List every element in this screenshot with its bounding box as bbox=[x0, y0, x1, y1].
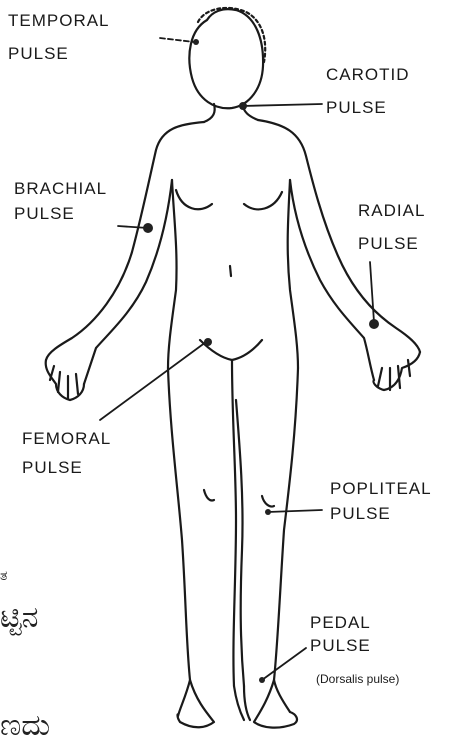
carotid-label-line2: PULSE bbox=[326, 97, 410, 118]
temporal-label: TEMPORAL PULSE bbox=[8, 10, 110, 65]
popliteal-pointer bbox=[268, 510, 322, 512]
femoral-point bbox=[204, 338, 212, 346]
left-arm-outer bbox=[46, 122, 204, 360]
fragment-1: ತ bbox=[0, 568, 7, 584]
fragment-3: ಣದು bbox=[0, 708, 50, 743]
radial-pointer bbox=[370, 262, 374, 322]
temporal-pointer bbox=[160, 38, 194, 42]
popliteal-label-line1: POPLITEAL bbox=[330, 478, 432, 499]
temporal-point bbox=[193, 39, 199, 45]
left-leg-outer bbox=[168, 368, 190, 716]
carotid-point bbox=[239, 102, 247, 110]
inner-feet bbox=[234, 686, 250, 720]
right-leg-outer bbox=[274, 368, 298, 712]
head-outline bbox=[189, 9, 263, 108]
pedal-point bbox=[259, 677, 265, 683]
pedal-label: PEDAL PULSE bbox=[310, 612, 371, 657]
torso-left bbox=[168, 180, 177, 368]
pedal-label-line1: PEDAL bbox=[310, 612, 371, 633]
carotid-label: CAROTID PULSE bbox=[326, 64, 410, 119]
knee-right bbox=[262, 496, 274, 507]
navel bbox=[230, 266, 231, 276]
pedal-label-line2: PULSE bbox=[310, 635, 371, 656]
torso-right bbox=[288, 180, 298, 368]
right-leg-inner bbox=[236, 400, 244, 686]
brachial-point bbox=[143, 223, 153, 233]
popliteal-point bbox=[265, 509, 271, 515]
carotid-pointer bbox=[242, 104, 322, 106]
brachial-label-line1: BRACHIAL bbox=[14, 178, 107, 199]
femoral-label-line2: PULSE bbox=[22, 457, 111, 478]
radial-label-line2: PULSE bbox=[358, 233, 425, 254]
popliteal-label-line2: PULSE bbox=[330, 503, 432, 524]
radial-label-line1: RADIAL bbox=[358, 200, 425, 221]
radial-label: RADIAL PULSE bbox=[358, 200, 425, 255]
fragment-2: ಟ್ಟಿನ bbox=[0, 600, 38, 635]
left-leg-inner bbox=[232, 360, 236, 686]
neck-left bbox=[204, 104, 215, 122]
brachial-label-line2: PULSE bbox=[14, 203, 107, 224]
radial-point bbox=[369, 319, 379, 329]
femoral-label-line1: FEMORAL bbox=[22, 428, 111, 449]
temporal-label-line1: TEMPORAL bbox=[8, 10, 110, 31]
breast-left bbox=[176, 190, 212, 209]
temporal-label-line2: PULSE bbox=[8, 43, 110, 64]
pedal-pointer bbox=[262, 648, 306, 680]
knee-left bbox=[204, 490, 214, 501]
pedal-label-note: (Dorsalis pulse) bbox=[316, 672, 399, 686]
brachial-label: BRACHIAL PULSE bbox=[14, 178, 107, 225]
femoral-label: FEMORAL PULSE bbox=[22, 428, 111, 479]
popliteal-label: POPLITEAL PULSE bbox=[330, 478, 432, 525]
femoral-pointer bbox=[100, 342, 206, 420]
hair-outline bbox=[198, 8, 265, 62]
carotid-label-line1: CAROTID bbox=[326, 64, 410, 85]
breast-right bbox=[244, 192, 282, 209]
